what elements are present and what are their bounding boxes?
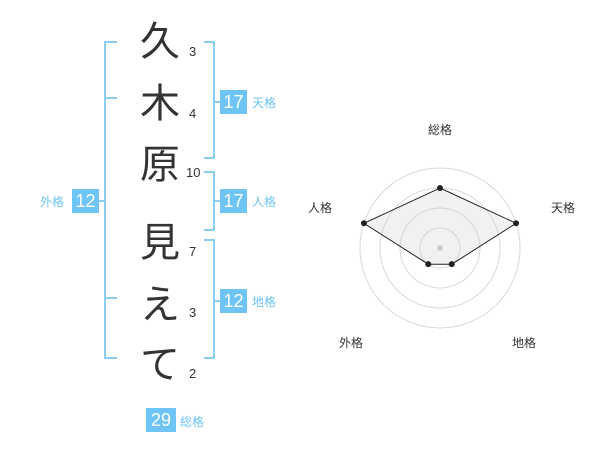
radar-center-dot: [437, 245, 443, 251]
radar-label-chikaku: 地格: [511, 336, 536, 350]
radar-label-jinkaku: 人格: [307, 201, 332, 215]
jinkaku-label: 人格: [252, 195, 277, 209]
name-char-5: え: [140, 282, 180, 328]
name-char-4: 見: [140, 220, 180, 266]
radar-point-5: [360, 220, 367, 227]
name-char-2: 木: [140, 81, 180, 127]
tenkaku-score-box: 17: [220, 90, 247, 114]
stroke-count-5: 3: [189, 305, 197, 320]
radar-label-tenkaku: 天格: [550, 201, 575, 215]
radar-point-2: [513, 220, 520, 227]
radar-point-1: [437, 185, 443, 191]
stroke-count-2: 4: [189, 106, 197, 121]
gaikaku-score-box: 12: [72, 189, 99, 213]
stroke-count-3: 10: [186, 165, 201, 180]
radar-polygon: [362, 187, 518, 265]
radar-ring-1: [419, 227, 461, 269]
radar-point-3: [448, 261, 455, 268]
tenkaku-label: 天格: [252, 96, 277, 110]
stroke-count-1: 3: [189, 44, 197, 59]
name-char-3: 原: [140, 142, 180, 188]
name-char-1: 久: [140, 19, 180, 65]
stroke-count-6: 2: [189, 366, 197, 381]
radar-ring-4: [359, 167, 521, 329]
chikaku-score-box: 12: [220, 289, 247, 313]
soukaku-score-box: 29: [146, 408, 176, 432]
radar-label-soukaku: 総格: [427, 123, 452, 137]
radar-label-gaikaku: 外格: [338, 336, 363, 350]
stroke-count-4: 7: [189, 244, 197, 259]
jinkaku-score-box: 17: [220, 189, 247, 213]
soukaku-label: 総格: [180, 415, 205, 429]
gaikaku-label: 外格: [40, 195, 65, 209]
radar-point-4: [425, 261, 432, 268]
radar-ring-2: [399, 207, 481, 289]
chikaku-label: 地格: [252, 295, 277, 309]
name-char-6: て: [140, 342, 180, 388]
